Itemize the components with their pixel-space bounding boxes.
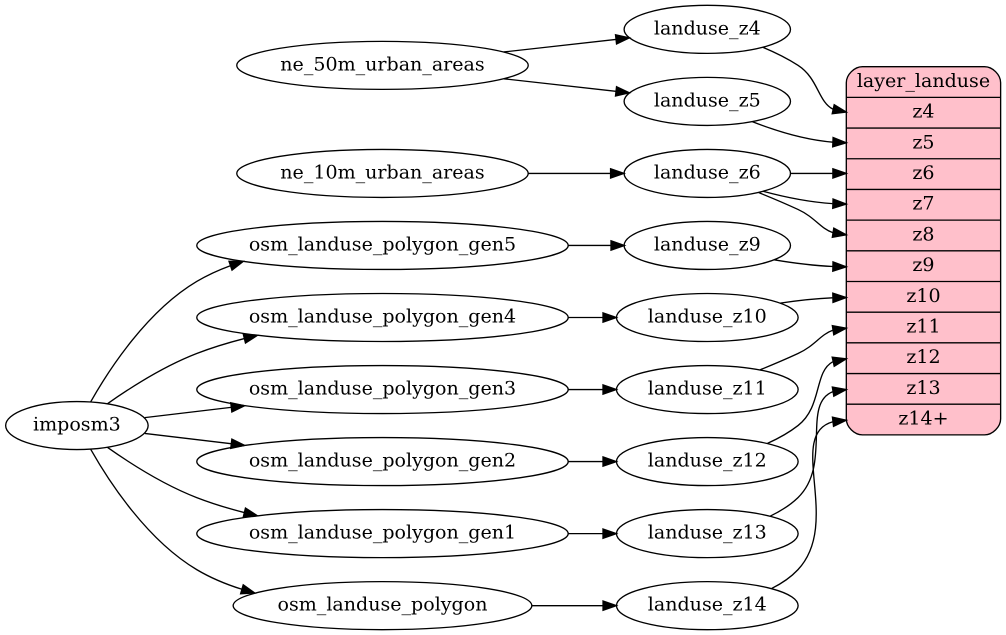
svg-text:landuse_z10: landuse_z10 [648,305,767,327]
svg-text:osm_landuse_polygon_gen2: osm_landuse_polygon_gen2 [249,450,516,472]
svg-text:osm_landuse_polygon_gen3: osm_landuse_polygon_gen3 [249,378,516,400]
svg-text:z8: z8 [912,223,934,245]
svg-text:imposm3: imposm3 [33,414,121,436]
svg-text:osm_landuse_polygon_gen5: osm_landuse_polygon_gen5 [249,233,516,255]
svg-text:z4: z4 [912,101,934,123]
svg-text:z14+: z14+ [898,408,948,430]
svg-text:landuse_z5: landuse_z5 [654,89,761,111]
svg-text:osm_landuse_polygon_gen4: osm_landuse_polygon_gen4 [249,305,516,327]
svg-text:landuse_z13: landuse_z13 [648,522,767,544]
svg-text:landuse_z6: landuse_z6 [654,161,761,183]
svg-text:z9: z9 [912,254,934,276]
svg-text:z5: z5 [912,131,934,153]
svg-text:ne_50m_urban_areas: ne_50m_urban_areas [280,53,484,75]
svg-text:layer_landuse: layer_landuse [857,70,990,92]
svg-text:landuse_z11: landuse_z11 [648,378,767,400]
svg-text:z7: z7 [912,193,934,215]
svg-text:osm_landuse_polygon_gen1: osm_landuse_polygon_gen1 [249,522,516,544]
svg-text:landuse_z9: landuse_z9 [654,233,761,255]
svg-text:landuse_z4: landuse_z4 [654,17,761,39]
svg-text:z13: z13 [906,377,940,399]
svg-text:osm_landuse_polygon: osm_landuse_polygon [278,594,488,616]
svg-text:z11: z11 [906,315,940,337]
svg-text:z12: z12 [906,346,940,368]
svg-text:ne_10m_urban_areas: ne_10m_urban_areas [280,161,484,183]
svg-text:landuse_z14: landuse_z14 [648,594,767,616]
svg-text:z10: z10 [906,285,940,307]
svg-text:z6: z6 [912,162,934,184]
svg-text:landuse_z12: landuse_z12 [648,450,767,472]
